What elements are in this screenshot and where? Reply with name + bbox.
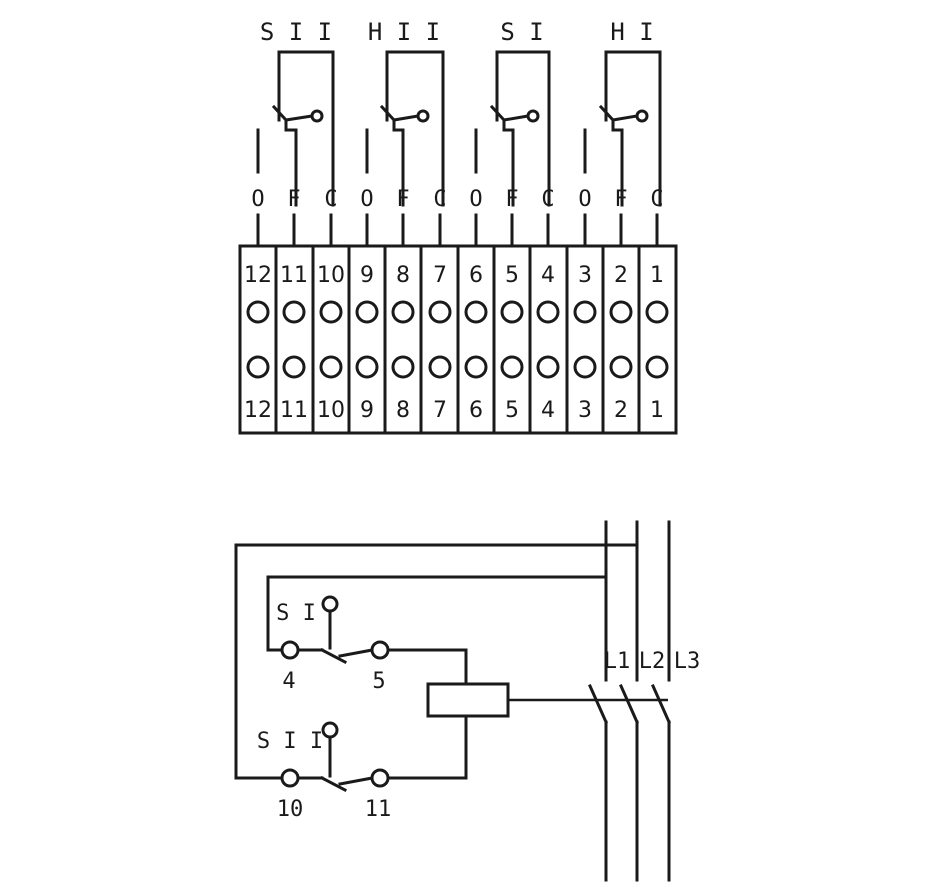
terminal-number-top: 1 — [650, 263, 664, 288]
screw-row-upper — [246, 300, 669, 324]
terminal-number-top: 2 — [614, 263, 628, 288]
terminal-number-bottom: 1 — [650, 398, 664, 423]
main-contact-l1 — [588, 684, 608, 724]
terminal-number-bottom: 4 — [541, 398, 555, 423]
terminal-block: 12 11 10 9 8 7 6 5 4 3 2 1 — [238, 244, 678, 435]
terminal-11-label: 11 — [365, 797, 392, 822]
terminal-number-bottom: 2 — [614, 398, 628, 423]
switch-s1-label: S I — [276, 601, 316, 626]
terminal-10-label: 10 — [277, 797, 304, 822]
switch-label-h-i: H I — [610, 18, 653, 46]
wire-11-to-coil — [386, 714, 468, 780]
switch-label-s-ii: S I I — [260, 18, 332, 46]
contactor-coil — [426, 682, 510, 718]
contact-label: O — [578, 187, 591, 212]
terminal-5-node — [370, 640, 390, 660]
contact-label: C — [433, 187, 446, 212]
contact-label: C — [324, 187, 337, 212]
terminal-4-node — [280, 640, 300, 660]
terminal-number-bottom: 3 — [578, 398, 592, 423]
switch-label-s-i: S I — [500, 18, 543, 46]
terminal-leads — [256, 213, 659, 248]
contact-label: C — [650, 187, 663, 212]
terminal-number-top: 6 — [469, 263, 483, 288]
switch-s-ii: S I I — [256, 18, 335, 207]
terminal-number-top: 3 — [578, 263, 592, 288]
terminal-11-node — [370, 768, 390, 788]
contact-label: O — [469, 187, 482, 212]
main-contact-l2 — [619, 684, 639, 724]
main-contact-l3 — [651, 684, 671, 724]
terminal-number-top: 9 — [360, 263, 374, 288]
phase-label-l1: L1 — [604, 649, 631, 674]
screw-row-lower — [246, 355, 669, 379]
contact-label: F — [287, 187, 300, 212]
terminal-number-bottom: 5 — [505, 398, 519, 423]
terminal-4-label: 4 — [282, 669, 295, 694]
terminal-number-bottom: 6 — [469, 398, 483, 423]
terminal-number-bottom: 9 — [360, 398, 374, 423]
contact-label: C — [541, 187, 554, 212]
terminal-10-node — [280, 768, 300, 788]
wire-5-to-coil — [386, 648, 468, 686]
phase-label-l2: L2 — [639, 649, 666, 674]
terminal-number-top: 8 — [396, 263, 410, 288]
terminal-number-top: 10 — [317, 263, 345, 288]
switch-s1: S I 4 5 — [276, 595, 390, 694]
switch-s11: S I I 10 11 — [257, 721, 392, 822]
terminal-number-top: 5 — [505, 263, 519, 288]
terminal-number-bottom: 8 — [396, 398, 410, 423]
contact-label: F — [614, 187, 627, 212]
contact-label: F — [396, 187, 409, 212]
contact-labels: O F C O F C O F C O F C — [251, 187, 663, 212]
contact-label: F — [505, 187, 518, 212]
switch-s11-label: S I I — [257, 729, 323, 754]
switch-s11-actuator — [321, 721, 339, 739]
contact-label: O — [251, 187, 264, 212]
terminal-number-top: 11 — [280, 263, 308, 288]
terminal-number-top: 12 — [244, 263, 272, 288]
terminal-number-bottom: 7 — [433, 398, 447, 423]
switch-h-i: H I — [583, 18, 662, 207]
terminal-number-bottom: 10 — [317, 398, 345, 423]
terminal-5-label: 5 — [372, 669, 385, 694]
terminal-number-bottom: 12 — [244, 398, 272, 423]
terminal-number-top: 7 — [433, 263, 447, 288]
terminal-number-top: 4 — [541, 263, 555, 288]
switch-contacts: S I I H I I S I — [256, 18, 662, 207]
contact-label: O — [360, 187, 373, 212]
switch-h-ii: H I I — [365, 18, 445, 207]
wire-outer-loop — [234, 543, 639, 780]
control-circuit: L1 L2 L3 S I 4 5 S — [234, 520, 701, 882]
switch-s-i: S I — [474, 18, 551, 207]
switch-s1-actuator — [321, 595, 339, 613]
phase-label-l3: L3 — [674, 649, 701, 674]
terminal-number-bottom: 11 — [280, 398, 308, 423]
switch-label-h-ii: H I I — [368, 18, 440, 46]
wire-inner-loop — [266, 575, 608, 652]
